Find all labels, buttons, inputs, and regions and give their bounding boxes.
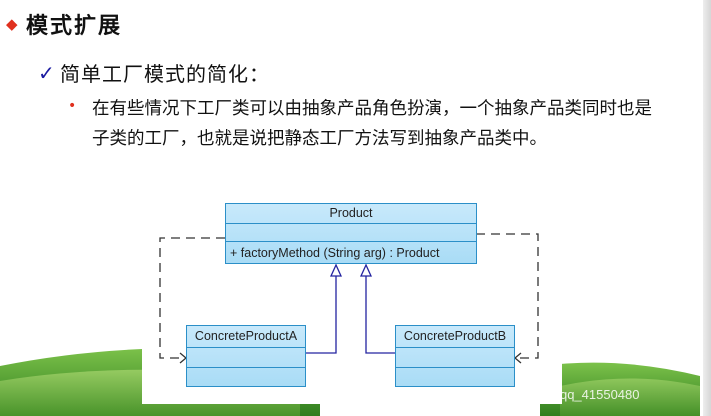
diagram-connectors (159, 233, 539, 364)
class-divider (396, 367, 514, 368)
inheritance-line-a (306, 276, 337, 354)
class-product-name: Product (329, 206, 373, 220)
class-concrete-b-name: ConcreteProductB (403, 329, 507, 343)
inheritance-line-b (365, 276, 395, 354)
dot-bullet-icon: • (68, 98, 77, 114)
class-concrete-a-name: ConcreteProductA (194, 329, 298, 343)
dependency-line-right (476, 233, 539, 359)
heading-title: 模式扩展 (26, 13, 123, 39)
bullet-text: 在有些情况下工厂类可以由抽象产品角色扮演，一个抽象产品类同时也是子类的工厂，也就… (92, 99, 652, 149)
class-concrete-product-b: ConcreteProductB (395, 325, 515, 387)
uml-class-diagram: Product + factoryMethod (String arg) : P… (142, 190, 562, 404)
class-divider (396, 347, 514, 348)
class-divider (187, 347, 305, 348)
window-edge (703, 0, 711, 416)
dependency-arrow-right (513, 352, 522, 364)
bullet-paragraph: • 在有些情况下工厂类可以由抽象产品角色扮演，一个抽象产品类同时也是子类的工厂，… (68, 94, 668, 154)
subheading: ✓ 简单工厂模式的简化： (38, 58, 270, 87)
class-product-operation: + factoryMethod (String arg) : Product (230, 246, 440, 260)
diamond-bullet-icon: ◆ (6, 15, 18, 33)
subheading-text: 简单工厂模式的简化： (60, 62, 270, 86)
dependency-line-left (159, 237, 225, 359)
class-divider (187, 367, 305, 368)
inheritance-triangle-b (359, 263, 373, 277)
slide-heading: ◆ 模式扩展 (6, 8, 122, 40)
class-concrete-product-a: ConcreteProductA (186, 325, 306, 387)
class-divider (226, 241, 476, 242)
class-divider (226, 223, 476, 224)
inheritance-triangle-a (329, 263, 343, 277)
checkmark-icon: ✓ (38, 60, 55, 85)
watermark-text: https://blog.csdn.net/qq_41550480 (440, 387, 640, 402)
class-product: Product + factoryMethod (String arg) : P… (225, 203, 477, 264)
